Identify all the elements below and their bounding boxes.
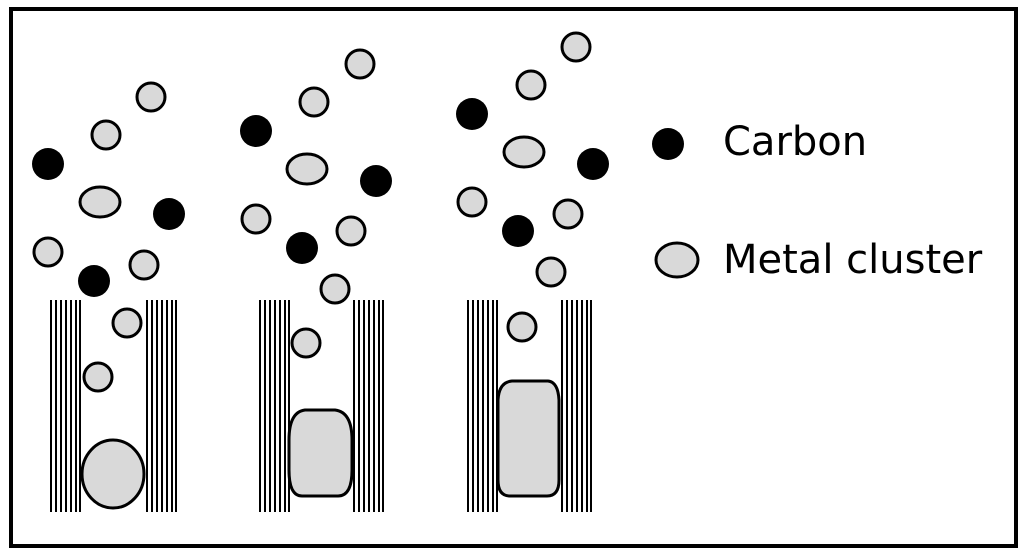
legend: Carbon Metal cluster [652, 119, 983, 283]
tube-wall-left-3 [467, 300, 498, 512]
metal-cluster [111, 307, 143, 339]
carbon-atom [456, 98, 488, 130]
metal-cluster [319, 273, 351, 305]
carbon-atom [577, 148, 609, 180]
metal-cluster [78, 185, 122, 219]
metal-clusters-3 [456, 31, 592, 343]
carbon-atom [153, 198, 185, 230]
metal-particle-3 [496, 379, 561, 498]
metal-cluster [82, 361, 114, 393]
tube-wall-left-2 [259, 300, 290, 512]
metal-particle-2 [287, 408, 354, 498]
metal-cluster [515, 69, 547, 101]
tube-wall-right-2 [353, 300, 384, 512]
metal-cluster [552, 198, 584, 230]
panel-1 [32, 81, 185, 512]
legend-carbon-marker [652, 128, 684, 160]
tube-wall-left-1 [50, 300, 81, 512]
panel-2 [240, 48, 392, 512]
metal-cluster [135, 81, 167, 113]
metal-cluster [535, 256, 567, 288]
metal-cluster [560, 31, 592, 63]
legend-carbon-label: Carbon [723, 119, 867, 165]
metal-cluster [240, 203, 272, 235]
carbon-atom [78, 265, 110, 297]
legend-metal-marker [654, 241, 700, 279]
metal-cluster [456, 186, 488, 218]
metal-cluster [344, 48, 376, 80]
carbon-atom [32, 148, 64, 180]
carbon-atoms-1 [32, 148, 185, 297]
metal-cluster [90, 119, 122, 151]
metal-cluster [298, 86, 330, 118]
carbon-atom [286, 232, 318, 264]
metal-cluster [128, 249, 160, 281]
carbon-atom [360, 165, 392, 197]
metal-clusters-1 [32, 81, 167, 393]
carbon-atom [240, 115, 272, 147]
carbon-atom [502, 215, 534, 247]
panel-3 [456, 31, 609, 512]
metal-cluster [290, 327, 322, 359]
metal-clusters-2 [240, 48, 376, 359]
metal-cluster [506, 311, 538, 343]
metal-cluster [502, 135, 546, 169]
carbon-atoms-3 [456, 98, 609, 247]
tube-wall-right-1 [146, 300, 177, 512]
carbon-atoms-2 [240, 115, 392, 264]
legend-metal-label: Metal cluster [723, 237, 983, 283]
metal-particle-1 [80, 438, 146, 510]
metal-cluster [335, 215, 367, 247]
metal-cluster [32, 236, 64, 268]
tube-wall-right-3 [561, 300, 592, 512]
metal-cluster [285, 152, 329, 186]
